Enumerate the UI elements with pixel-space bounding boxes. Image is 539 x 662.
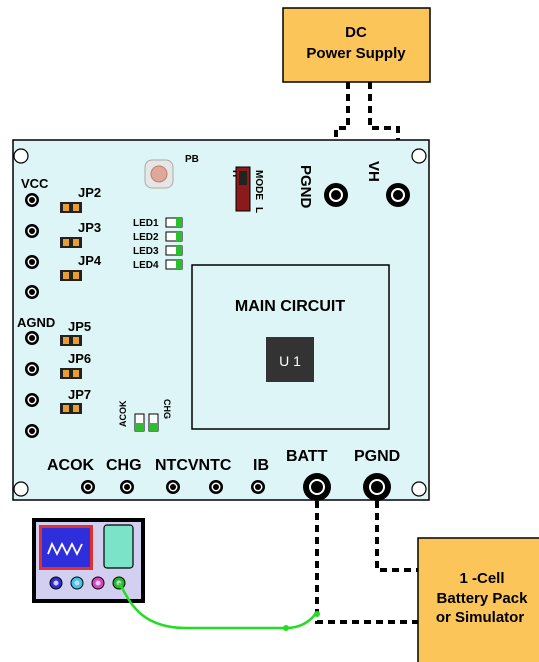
jp6-label: JP6	[68, 351, 91, 366]
test-point-acok[interactable]	[81, 480, 95, 494]
led4-label: LED4	[133, 260, 159, 271]
waveform-trace	[47, 541, 83, 557]
battery-line1: 1 -Cell	[459, 570, 504, 587]
push-button-cap	[150, 165, 168, 183]
pgnd-bottom-label: PGND	[354, 448, 400, 465]
test-point[interactable]	[25, 193, 39, 207]
u1-label: U 1	[279, 353, 301, 369]
led3-fill	[176, 246, 182, 255]
chg-led-label: CHG	[162, 399, 172, 419]
channel-1-input-center	[53, 580, 59, 586]
jp5-label: JP5	[68, 319, 91, 334]
vh-terminal-center	[393, 190, 403, 200]
jumper-jp4[interactable]: JP4	[60, 253, 102, 281]
test-point[interactable]	[25, 255, 39, 269]
chg-led-fill	[149, 423, 158, 431]
pgnd-bottom-terminal-center	[371, 481, 383, 493]
led-group: LED1 LED2 LED3 LED4	[133, 217, 183, 271]
batt-label: BATT	[286, 448, 328, 465]
jumper-jp6[interactable]: JP6	[60, 351, 91, 379]
mounting-hole-top-right	[411, 148, 427, 164]
pgnd-battery-wire	[375, 501, 418, 572]
jumper-jp2[interactable]: JP2	[60, 185, 101, 213]
test-point[interactable]	[25, 285, 39, 299]
jumper-jp7[interactable]: JP7	[60, 387, 91, 414]
test-points-bottom	[81, 480, 265, 494]
battery-line2: Battery Pack	[437, 590, 529, 607]
jp7-label: JP7	[68, 387, 91, 402]
test-point-ib[interactable]	[251, 480, 265, 494]
mode-switch-knob	[239, 171, 247, 185]
battery-line3: or Simulator	[436, 609, 525, 626]
test-points-left	[25, 193, 39, 438]
test-point[interactable]	[25, 224, 39, 238]
pb-label: PB	[185, 154, 199, 165]
mode-label: MODE	[253, 170, 264, 200]
acok-led-fill	[135, 423, 144, 431]
main-circuit-label: MAIN CIRCUIT	[235, 298, 345, 315]
dc-power-supply-line1: DC	[345, 24, 367, 41]
oscilloscope-screen	[42, 528, 90, 567]
oscilloscope-control-panel	[103, 524, 134, 569]
u1-chip	[266, 337, 314, 382]
test-point[interactable]	[25, 393, 39, 407]
channel-3-input-center	[95, 580, 101, 586]
probe-clip	[283, 625, 289, 631]
vh-label: VH	[365, 161, 382, 182]
led2-fill	[176, 232, 182, 241]
dc-power-supply-line2: Power Supply	[306, 45, 406, 62]
test-point-vntc[interactable]	[209, 480, 223, 494]
chg-pin-label: CHG	[106, 457, 142, 474]
acok-pin-label: ACOK	[47, 457, 95, 474]
ib-pin-label: IB	[253, 457, 269, 474]
jp2-label: JP2	[78, 185, 101, 200]
mounting-hole-bottom-right	[411, 481, 427, 497]
mode-l-label: L	[253, 207, 264, 213]
test-point[interactable]	[25, 362, 39, 376]
channel-2-input-center	[74, 580, 80, 586]
led1-fill	[176, 218, 182, 227]
probe-wire	[117, 582, 319, 630]
vcc-label: VCC	[21, 176, 49, 191]
jumper-jp3[interactable]: JP3	[60, 220, 101, 248]
jp4-label: JP4	[78, 253, 102, 268]
mounting-hole-bottom-left	[13, 481, 29, 497]
led2-label: LED2	[133, 232, 159, 243]
battery-box	[417, 537, 539, 662]
acok-led-label: ACOK	[118, 400, 128, 427]
mounting-hole-top-left	[13, 148, 29, 164]
oscilloscope	[32, 518, 145, 603]
probe-tip	[314, 611, 320, 617]
dc-power-supply-box	[282, 7, 431, 83]
agnd-label: AGND	[17, 315, 55, 330]
ntcvntc-pin-label: NTCVNTC	[155, 457, 232, 474]
test-point-ntc[interactable]	[166, 480, 180, 494]
test-point[interactable]	[25, 331, 39, 345]
led4-fill	[176, 260, 182, 269]
led3-label: LED3	[133, 246, 159, 257]
jumper-jp5[interactable]: JP5	[60, 319, 91, 346]
led1-label: LED1	[133, 218, 159, 229]
pgnd-top-label: PGND	[297, 165, 314, 209]
test-point-chg[interactable]	[120, 480, 134, 494]
batt-wire	[315, 501, 418, 624]
jp3-label: JP3	[78, 220, 101, 235]
batt-terminal-center	[311, 481, 323, 493]
test-point[interactable]	[25, 424, 39, 438]
pgnd-top-terminal-center	[331, 190, 341, 200]
